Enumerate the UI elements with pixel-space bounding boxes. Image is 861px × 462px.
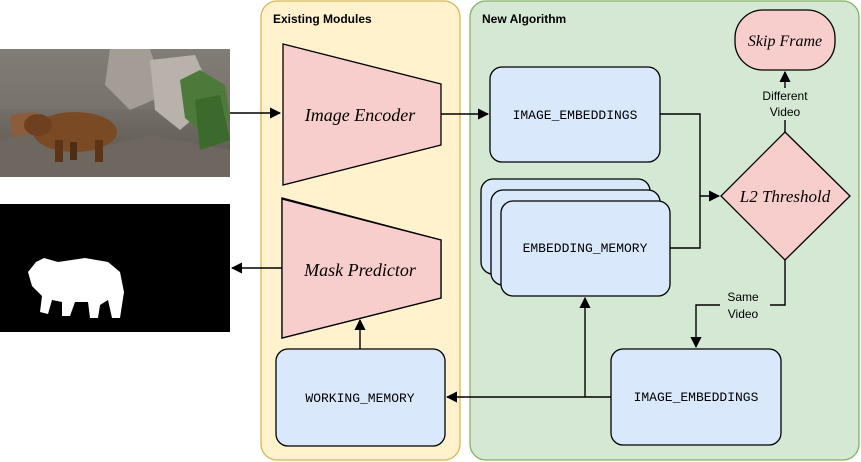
different-video-line1: Different bbox=[762, 89, 808, 103]
image-encoder-label: Image Encoder bbox=[304, 105, 416, 125]
working-memory-node: WORKING_MEMORY bbox=[275, 348, 446, 447]
image-embeddings-bottom-label: IMAGE_EMBEDDINGS bbox=[634, 390, 759, 405]
l2-threshold-node: L2 Threshold bbox=[720, 131, 851, 261]
image-embeddings-top-node: IMAGE_EMBEDDINGS bbox=[489, 66, 661, 163]
skip-frame-node: Skip Frame bbox=[734, 9, 836, 71]
edge-memory-to-threshold bbox=[670, 196, 701, 249]
working-memory-label: WORKING_MEMORY bbox=[305, 391, 414, 406]
image-encoder-node: Image Encoder bbox=[282, 43, 442, 186]
output-mask-image bbox=[0, 204, 230, 332]
existing-modules-title: Existing Modules bbox=[273, 12, 372, 26]
image-embeddings-bottom-node: IMAGE_EMBEDDINGS bbox=[610, 348, 782, 446]
edge-label-different-video: Different Video bbox=[755, 88, 815, 120]
edge-label-same-video: Same Video bbox=[720, 290, 770, 322]
l2-threshold-label: L2 Threshold bbox=[739, 187, 831, 206]
edge-embeddings-to-threshold bbox=[660, 113, 721, 202]
new-algorithm-title: New Algorithm bbox=[482, 12, 566, 26]
same-video-line2: Video bbox=[728, 307, 759, 321]
image-embeddings-top-label: IMAGE_EMBEDDINGS bbox=[513, 108, 638, 123]
same-video-line1: Same bbox=[727, 290, 759, 304]
mask-predictor-node: Mask Predictor bbox=[281, 197, 442, 339]
embedding-memory-node: EMBEDDING_MEMORY bbox=[480, 178, 671, 297]
skip-frame-label: Skip Frame bbox=[748, 33, 822, 50]
embedding-memory-label: EMBEDDING_MEMORY bbox=[523, 241, 648, 256]
mask-predictor-label: Mask Predictor bbox=[303, 260, 417, 280]
different-video-line2: Video bbox=[770, 105, 801, 119]
input-frame-image bbox=[0, 49, 230, 177]
